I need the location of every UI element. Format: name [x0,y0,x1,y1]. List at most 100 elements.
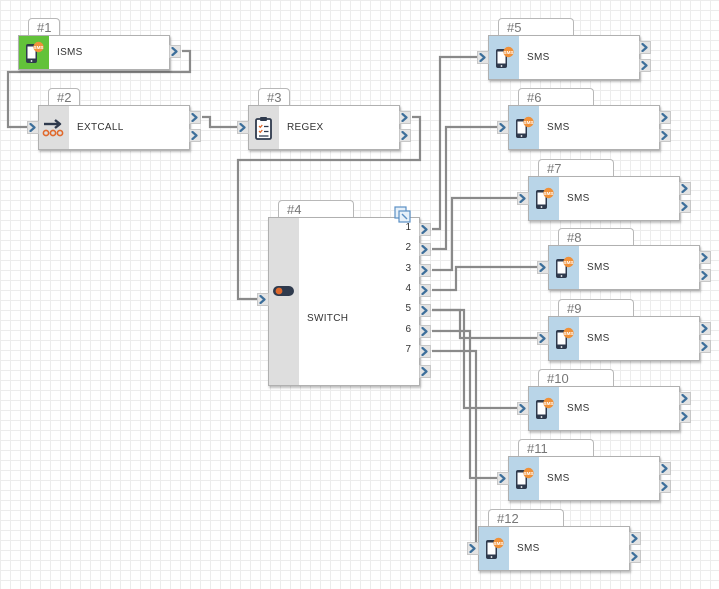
output-port[interactable] [419,304,431,317]
output-port[interactable] [699,251,711,264]
svg-text:SMS: SMS [34,44,44,49]
chevron-right-icon [239,123,246,132]
input-port[interactable] [497,472,509,485]
chevron-right-icon [519,194,526,203]
output-port[interactable] [189,111,201,124]
output-port[interactable] [419,365,431,378]
node-body[interactable]: REGEX [248,105,400,150]
output-port[interactable] [639,41,651,54]
node-body[interactable]: SWITCH [268,217,420,386]
connection-4-to-8[interactable] [432,265,537,292]
output-port[interactable] [419,264,431,277]
node-body[interactable]: SMS SMS [508,456,660,501]
chevron-right-icon [191,113,198,122]
output-port[interactable] [419,243,431,256]
output-port[interactable] [659,111,671,124]
output-port[interactable] [659,480,671,493]
input-port[interactable] [537,332,549,345]
node-body[interactable]: EXTCALL [38,105,190,150]
input-port[interactable] [517,402,529,415]
input-port[interactable] [517,192,529,205]
phone-sms-icon: SMS [509,457,539,500]
chevron-right-icon [661,113,668,122]
node-id-tab: #9 [558,299,634,317]
input-port[interactable] [477,51,489,64]
output-port[interactable] [679,182,691,195]
output-port[interactable] [419,345,431,358]
connection-4-to-9[interactable] [432,308,537,340]
output-port[interactable] [659,462,671,475]
output-port[interactable] [679,200,691,213]
output-port[interactable] [629,550,641,563]
node-label: SMS [547,473,570,484]
connection-3-to-4[interactable] [236,115,422,301]
output-port[interactable] [399,129,411,142]
output-port[interactable] [699,269,711,282]
output-port[interactable] [679,410,691,423]
output-port[interactable] [419,284,431,297]
output-port[interactable] [419,325,431,338]
output-port[interactable] [659,129,671,142]
connection-4-to-5[interactable] [432,55,477,231]
chevron-right-icon [421,286,428,295]
phone-sms-icon: SMS [549,317,579,360]
chevron-right-icon [661,482,668,491]
phone-sms-icon: SMS [549,246,579,289]
node-id-tab: #8 [558,228,634,246]
connection-4-to-10[interactable] [432,308,517,410]
output-port[interactable] [419,223,431,236]
connection-4-to-7[interactable] [432,196,517,272]
output-port[interactable] [699,322,711,335]
input-port[interactable] [537,261,549,274]
output-number: 3 [405,263,411,274]
output-port[interactable] [169,45,181,58]
toggle-switch-icon [269,218,299,385]
output-port[interactable] [679,392,691,405]
connection-4-to-6[interactable] [432,125,497,251]
node-body[interactable]: SMS SMS [548,316,700,361]
connection-4-to-11[interactable] [432,329,497,480]
svg-text:SMS: SMS [544,400,554,405]
input-port[interactable] [497,121,509,134]
connection-1-to-2[interactable] [6,49,192,129]
input-port[interactable] [27,121,39,134]
input-port[interactable] [257,293,269,306]
input-port[interactable] [237,121,249,134]
chevron-right-icon [421,266,428,275]
input-port[interactable] [467,542,479,555]
output-port[interactable] [189,129,201,142]
output-port[interactable] [699,340,711,353]
node-label: SMS [547,122,570,133]
chevron-right-icon [701,253,708,262]
chevron-right-icon [191,131,198,140]
output-port[interactable] [639,59,651,72]
external-call-icon [39,106,69,149]
output-port[interactable] [629,532,641,545]
chevron-right-icon [681,184,688,193]
node-label: SMS [587,333,610,344]
duplicate-icon[interactable] [394,206,412,229]
chevron-right-icon [469,544,476,553]
connection-2-to-3[interactable] [202,115,237,129]
output-port[interactable] [399,111,411,124]
